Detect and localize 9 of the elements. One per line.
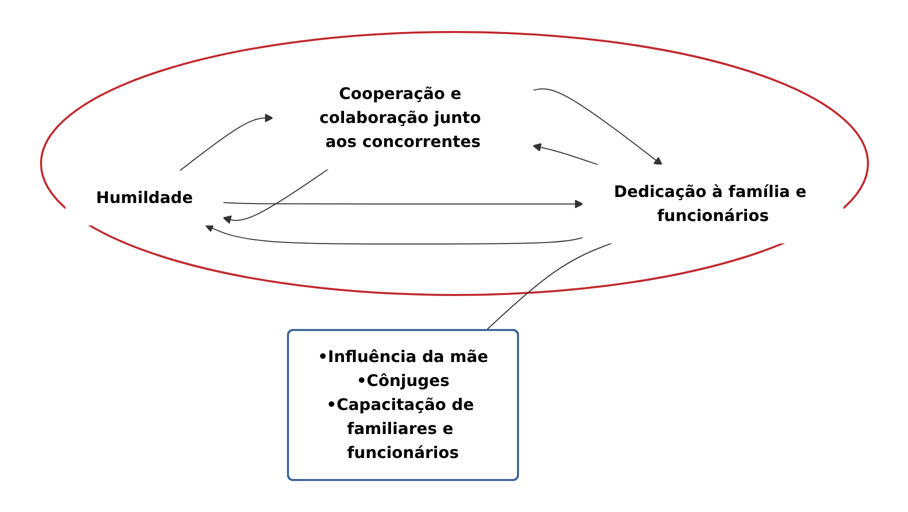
cluster: [40, 31, 868, 296]
arrow: [532, 88, 662, 166]
connector: [484, 242, 612, 331]
arrow: [178, 114, 273, 172]
arrow: [204, 224, 583, 244]
arrow: [222, 168, 328, 224]
arrow: [532, 143, 599, 166]
node-text: Cooperação e colaboração junto aos concorrentes: [318, 84, 481, 151]
arrow: [222, 200, 583, 208]
